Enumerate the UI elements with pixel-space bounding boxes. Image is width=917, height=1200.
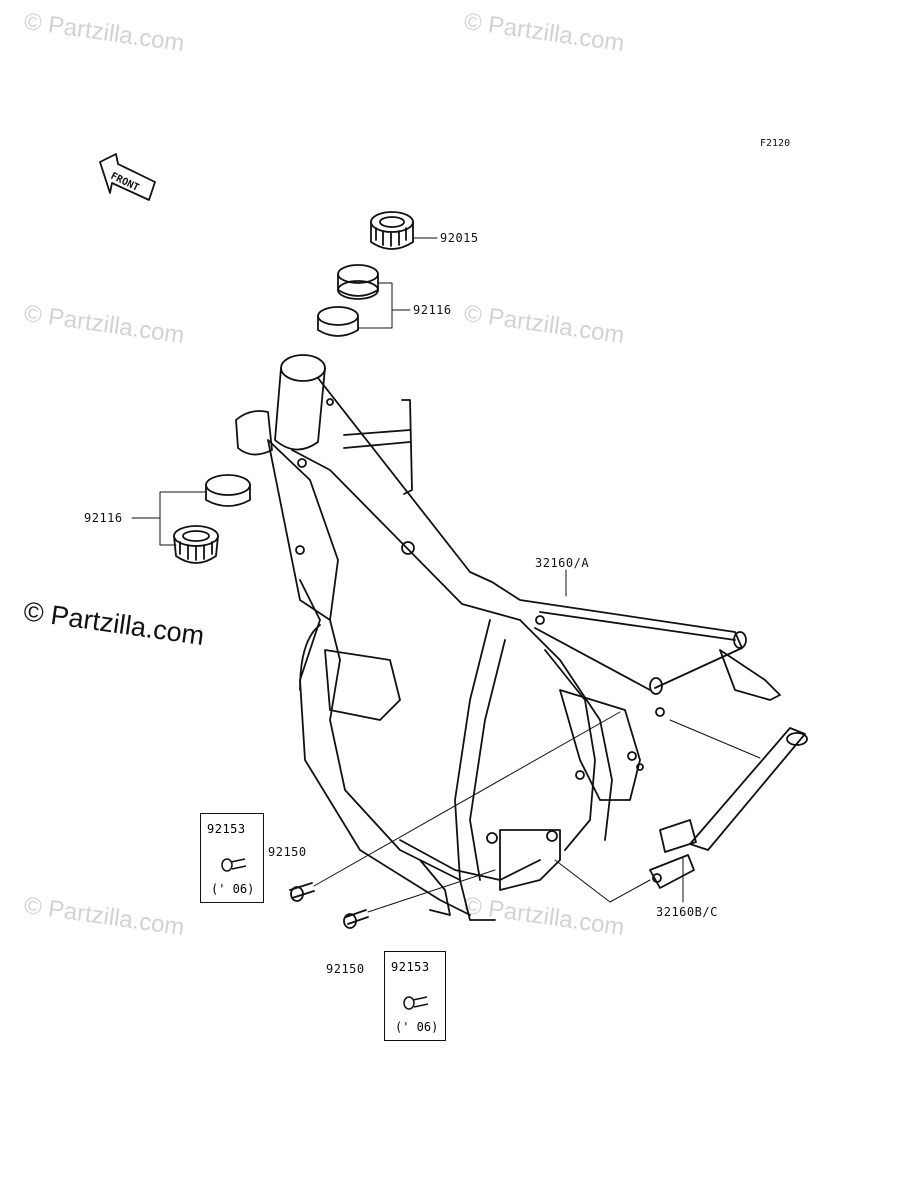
callout-92015: 92015 [440, 231, 479, 245]
frame-body [235, 354, 781, 921]
steering-nut [370, 211, 414, 250]
screw-icon [403, 996, 429, 1010]
callout-32160-a: 32160/A [535, 556, 590, 570]
inset-box-92153-center: 92153 (' 06) [384, 951, 446, 1041]
callout-92150-left: 92150 [268, 845, 307, 859]
inset-part-number: 92153 [391, 960, 430, 974]
leader-lines [131, 237, 761, 913]
inset-box-92153-left: 92153 (' 06) [200, 813, 264, 903]
callout-32160-bc: 32160B/C [656, 905, 718, 919]
flange-bolt-center [343, 909, 369, 929]
rear-bracket [649, 727, 808, 889]
callout-92150-center: 92150 [326, 962, 365, 976]
callout-92116-upper: 92116 [413, 303, 452, 317]
bearing-race-upper [317, 264, 379, 337]
bearing-race-lower [173, 474, 251, 564]
front-arrow-icon: FRONT [99, 153, 156, 201]
screw-icon [221, 858, 247, 872]
figure-code: F2120 [760, 138, 791, 149]
inset-part-number: 92153 [207, 822, 246, 836]
flange-bolt-left [289, 882, 315, 902]
inset-year: (' 06) [211, 882, 255, 896]
inset-year: (' 06) [395, 1020, 439, 1034]
callout-92116-lower: 92116 [84, 511, 123, 525]
